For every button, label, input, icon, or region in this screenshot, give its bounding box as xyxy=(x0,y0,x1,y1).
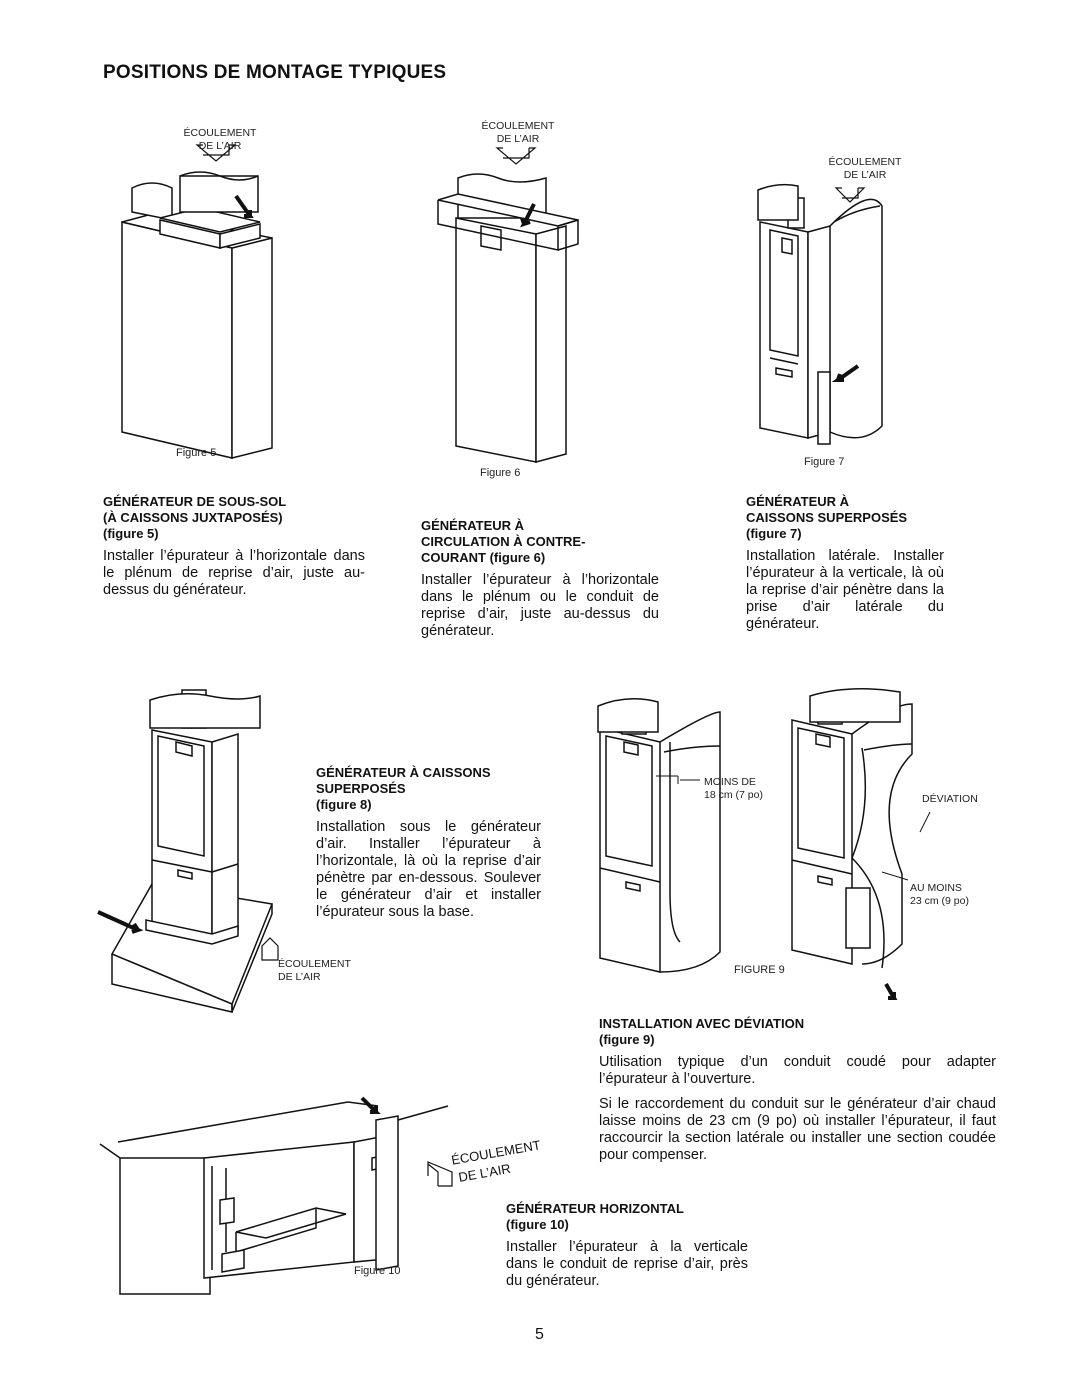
fig6-caption: Figure 6 xyxy=(480,467,521,479)
figure7-drawing xyxy=(757,183,883,445)
fig7-heading: GÉNÉRATEUR À CAISSONS SUPERPOSÉS (figure… xyxy=(746,494,944,542)
airflow-line1: ÉCOULEMENT xyxy=(481,120,555,132)
figure8-drawing xyxy=(97,689,279,1013)
fig6-section: GÉNÉRATEUR À CIRCULATION À CONTRE- COURA… xyxy=(421,518,659,640)
figure5-drawing xyxy=(121,144,273,459)
fig6-airflow-label: ÉCOULEMENT DE L’AIR xyxy=(458,120,578,146)
fig8-section: GÉNÉRATEUR À CAISSONS SUPERPOSÉS (figure… xyxy=(316,765,541,921)
heading-line: (À CAISSONS JUXTAPOSÉS) xyxy=(103,510,283,525)
heading-line: GÉNÉRATEUR À xyxy=(421,518,525,533)
airflow-line1: ÉCOULEMENT xyxy=(278,958,351,970)
fig7-caption: Figure 7 xyxy=(804,456,845,468)
heading-line: (figure 9) xyxy=(599,1032,655,1047)
page-number: 5 xyxy=(535,1326,544,1343)
fig7-airflow-label: ÉCOULEMENT DE L’AIR xyxy=(805,156,925,182)
fig8-heading: GÉNÉRATEUR À CAISSONS SUPERPOSÉS (figure… xyxy=(316,765,541,813)
fig7-body: Installation latérale. Installer l’épura… xyxy=(746,548,944,632)
heading-line: CIRCULATION À CONTRE- xyxy=(421,534,586,549)
label-line: 18 cm (7 po) xyxy=(704,789,763,801)
fig10-caption: Figure 10 xyxy=(354,1265,401,1277)
heading-line: (figure 5) xyxy=(103,526,159,541)
fig9-moins-label: MOINS DE 18 cm (7 po) xyxy=(704,776,763,802)
airflow-line1: ÉCOULEMENT xyxy=(183,127,257,139)
heading-line: (figure 8) xyxy=(316,797,372,812)
heading-line: COURANT (figure 6) xyxy=(421,550,546,565)
heading-line: SUPERPOSÉS xyxy=(316,781,406,796)
heading-line: (figure 10) xyxy=(506,1217,569,1232)
label-line: AU MOINS xyxy=(910,882,962,894)
fig10-heading: GÉNÉRATEUR HORIZONTAL (figure 10) xyxy=(506,1201,748,1233)
fig9-caption: FIGURE 9 xyxy=(734,964,785,976)
label-line: 23 cm (9 po) xyxy=(910,895,969,907)
fig8-airflow-label: ÉCOULEMENT DE L’AIR xyxy=(278,958,351,984)
label-line: MOINS DE xyxy=(704,776,756,788)
fig5-airflow-label: ÉCOULEMENT DE L’AIR xyxy=(160,127,280,153)
fig5-section: GÉNÉRATEUR DE SOUS-SOL (À CAISSONS JUXTA… xyxy=(103,494,365,599)
heading-line: CAISSONS SUPERPOSÉS xyxy=(746,510,908,525)
fig10-body: Installer l’épurateur à la verticale dan… xyxy=(506,1239,748,1289)
fig5-caption: Figure 5 xyxy=(176,447,217,459)
fig9-heading: INSTALLATION AVEC DÉVIATION (figure 9) xyxy=(599,1016,996,1048)
page-title: POSITIONS DE MONTAGE TYPIQUES xyxy=(103,62,447,83)
heading-line: GÉNÉRATEUR À xyxy=(746,494,850,509)
fig8-body: Installation sous le générateur d’air. I… xyxy=(316,819,541,920)
figure9-drawing xyxy=(597,688,931,1000)
fig9-body1: Utilisation typique d’un conduit coudé p… xyxy=(599,1054,996,1087)
heading-line: (figure 7) xyxy=(746,526,802,541)
fig9-au-moins-label: AU MOINS 23 cm (9 po) xyxy=(910,882,969,908)
airflow-line2: DE L’AIR xyxy=(843,169,887,181)
fig6-body: Installer l’épurateur à l’horizontale da… xyxy=(421,572,659,639)
heading-line: GÉNÉRATEUR HORIZONTAL xyxy=(506,1201,684,1216)
heading-line: GÉNÉRATEUR DE SOUS-SOL xyxy=(103,494,287,509)
fig5-body: Installer l’épurateur à l’horizontale da… xyxy=(103,548,365,598)
airflow-line2: DE L’AIR xyxy=(198,140,242,152)
heading-line: GÉNÉRATEUR À CAISSONS xyxy=(316,765,491,780)
fig5-heading: GÉNÉRATEUR DE SOUS-SOL (À CAISSONS JUXTA… xyxy=(103,494,365,542)
airflow-line2: DE L’AIR xyxy=(278,971,321,983)
figure6-drawing xyxy=(437,147,579,463)
airflow-line2: DE L’AIR xyxy=(496,133,540,145)
figure10-drawing xyxy=(99,1096,453,1295)
fig9-deviation-label: DÉVIATION xyxy=(922,793,978,805)
fig9-section: INSTALLATION AVEC DÉVIATION (figure 9) U… xyxy=(599,1016,996,1164)
fig10-section: GÉNÉRATEUR HORIZONTAL (figure 10) Instal… xyxy=(506,1201,748,1290)
fig7-section: GÉNÉRATEUR À CAISSONS SUPERPOSÉS (figure… xyxy=(746,494,944,633)
fig9-body2: Si le raccordement du conduit sur le gén… xyxy=(599,1096,996,1163)
fig6-heading: GÉNÉRATEUR À CIRCULATION À CONTRE- COURA… xyxy=(421,518,659,566)
heading-line: INSTALLATION AVEC DÉVIATION xyxy=(599,1016,805,1031)
airflow-line1: ÉCOULEMENT xyxy=(828,156,902,168)
